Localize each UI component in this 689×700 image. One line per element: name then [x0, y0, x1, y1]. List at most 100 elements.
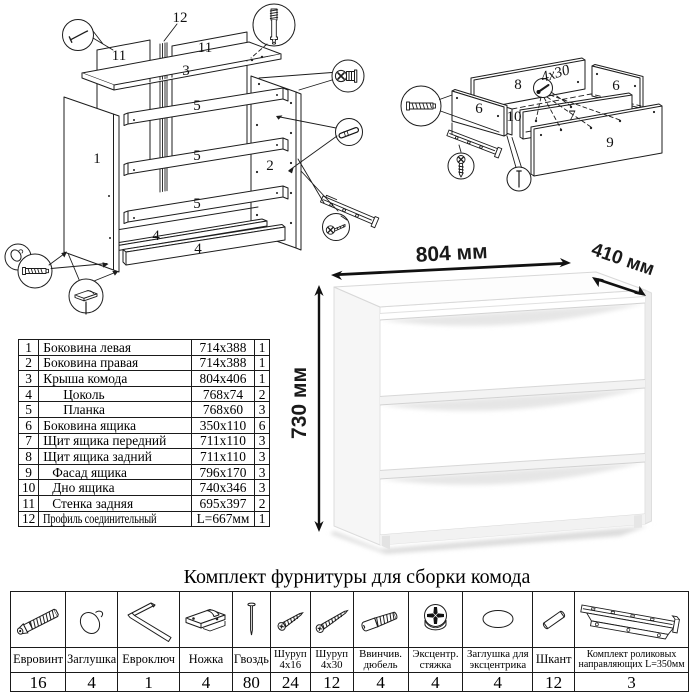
part-num: 3 — [17, 370, 40, 387]
part-name: Стенка задняя — [38, 494, 192, 512]
drawer-roller-guide — [446, 122, 503, 180]
part-num: 8 — [17, 448, 40, 465]
drawer-facade — [530, 103, 663, 177]
width-dimension-label: 804 мм — [415, 240, 488, 267]
part-num: 2 — [17, 354, 40, 372]
part-num: 10 — [17, 479, 40, 496]
width-dimension — [331, 258, 571, 280]
roller-guides-icon — [579, 603, 680, 639]
kit-qty-row: 16 4 1 4 80 24 12 4 4 4 12 3 — [9, 672, 689, 692]
drawer-scoops — [380, 303, 645, 485]
part-name: Боковина правая — [38, 354, 192, 372]
kit-item-name: Эксцентр. стяжка — [407, 647, 464, 673]
screw-large-icon — [315, 609, 349, 633]
part-name: Дно ящика — [38, 479, 192, 496]
part-size: 740x346 — [190, 479, 256, 496]
foot-icon — [185, 608, 226, 631]
kit-item-name: Шкант — [532, 647, 576, 673]
parts-table: 1 Боковина левая 714x388 1 2 Боковина пр… — [17, 339, 270, 528]
kit-icon-cell — [117, 591, 181, 648]
plug-cap-icon — [10, 249, 24, 262]
plank-rails — [123, 87, 289, 224]
kit-item-qty: 4 — [352, 672, 409, 692]
kit-icon-cell — [9, 591, 67, 648]
part-qty: 1 — [254, 339, 270, 356]
kit-item-name: Ввинчив. дюбель — [352, 647, 409, 673]
part-qty: 6 — [254, 416, 270, 434]
drawer-nail-callout — [506, 135, 532, 192]
kit-icons-row — [9, 591, 689, 648]
part-qty: 1 — [254, 370, 270, 387]
frame-label-3: 3 — [182, 63, 190, 79]
table-row: 5 Планка 768x60 3 — [17, 401, 270, 418]
dresser-dimension-drawing: 730 мм 804 мм 410 мм — [288, 239, 657, 554]
part-qty: 3 — [254, 463, 270, 481]
part-num: 9 — [17, 463, 40, 481]
drawer-label-6l: 6 — [475, 101, 483, 117]
cam-lock-callout — [258, 59, 365, 93]
table-row: 11 Стенка задняя 695x397 2 — [17, 494, 270, 512]
part-num: 1 — [17, 339, 40, 356]
right-side-panel — [250, 75, 302, 251]
dresser-top — [333, 271, 646, 308]
kit-icon-cell — [179, 591, 233, 648]
part-name: Щит ящика задний — [38, 448, 192, 465]
part-size: 711x110 — [190, 432, 256, 450]
drawer-label-7: 7 — [568, 108, 576, 124]
part-size: 695x397 — [190, 494, 256, 512]
part-name: Боковина левая — [38, 339, 192, 356]
cam-cap-icon — [482, 609, 514, 628]
kit-item-qty: 12 — [532, 672, 576, 692]
part-size: 796x170 — [190, 463, 256, 481]
part-name: Планка — [38, 401, 192, 418]
nail-callout — [62, 19, 114, 51]
kit-icon-cell — [574, 591, 689, 648]
dowel-pin-icon — [542, 610, 565, 629]
part-name: Боковина ящика — [38, 416, 192, 434]
table-row: 10 Дно ящика 740x346 3 — [17, 479, 270, 496]
frame-label-5b: 5 — [193, 148, 201, 164]
kit-icon-cell — [231, 591, 271, 648]
part-name: Крыша комода — [38, 370, 192, 387]
kit-item-qty: 1 — [117, 672, 181, 692]
part-qty: 2 — [254, 494, 270, 512]
kit-item-name: Евроключ — [117, 647, 181, 673]
euro-screw-icon — [406, 101, 436, 111]
hex-key-icon — [127, 602, 172, 642]
part-size: 714x388 — [190, 339, 256, 356]
drawer-side-left — [451, 89, 508, 137]
dresser-front — [379, 289, 646, 546]
screw-in-dowel-icon — [361, 611, 398, 631]
drawer-exploded-diagram: 4x30 — [400, 57, 663, 192]
kit-icon-cell — [407, 591, 464, 648]
bottom-board-edge — [109, 206, 259, 232]
roller-guide-icon — [320, 194, 380, 229]
mount-screw-icon — [456, 155, 466, 178]
depth-dimension — [592, 277, 646, 296]
table-row: 3 Крыша комода 804x406 1 — [17, 370, 270, 387]
hardware-kit-table: Евровинт Заглушка Евроключ Ножка Гвоздь … — [9, 591, 689, 692]
part-name: Фасад ящика — [38, 463, 192, 481]
dowel-callout — [276, 115, 363, 174]
part-size: 804x406 — [190, 370, 256, 387]
part-num: 12 — [17, 510, 40, 528]
part-size: 768x60 — [190, 401, 256, 418]
part-size: 350x110 — [190, 416, 256, 434]
drawer-label-9: 9 — [606, 135, 614, 151]
nail-icon — [247, 602, 256, 635]
table-row: 7 Щит ящика передний 711x110 3 — [17, 432, 270, 450]
table-row: 9 Фасад ящика 796x170 3 — [17, 463, 270, 481]
kit-item-name: Заглушка — [65, 647, 119, 673]
plug-cap-icon — [79, 610, 103, 634]
frame-exploded-diagram: 12 11 11 3 5 5 5 1 2 4 4 — [4, 3, 380, 315]
frame-label-4a: 4 — [152, 228, 160, 244]
part-name: Щит ящика передний — [38, 432, 192, 450]
frame-label-11a: 11 — [112, 48, 126, 64]
cam-lock-icon — [423, 603, 447, 630]
part-qty: 3 — [254, 432, 270, 450]
nail-icon — [68, 30, 89, 43]
part-qty: 3 — [254, 479, 270, 496]
dresser-left-side — [333, 286, 381, 546]
kit-names-row: Евровинт Заглушка Евроключ Ножка Гвоздь … — [9, 647, 689, 673]
part-num: 5 — [17, 401, 40, 418]
